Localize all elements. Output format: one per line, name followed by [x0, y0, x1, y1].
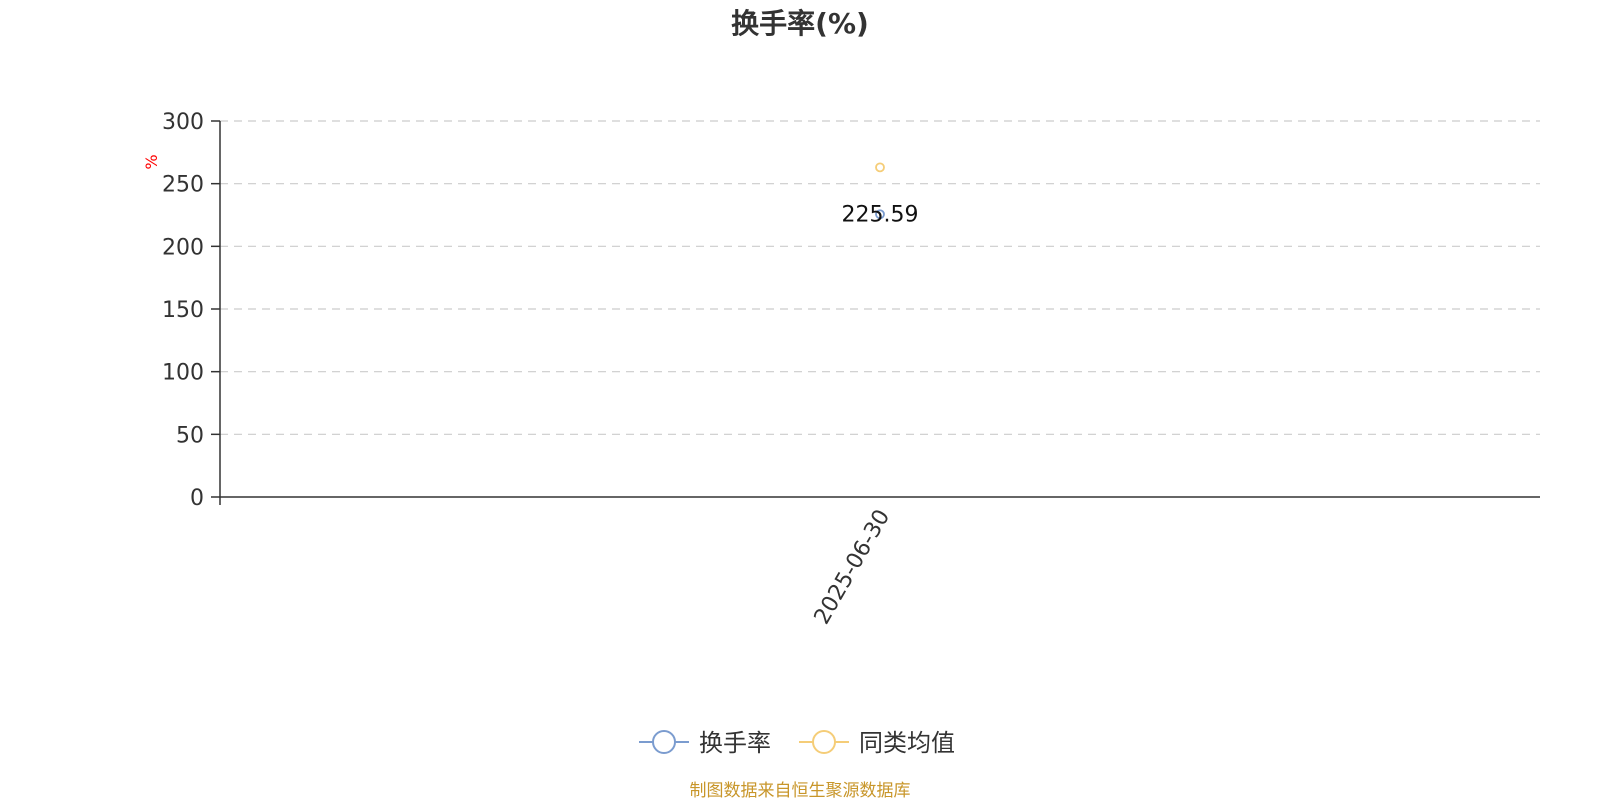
grid-lines [220, 120, 1540, 435]
data-point[interactable] [875, 162, 885, 173]
legend-item[interactable]: 换手率 [639, 729, 771, 757]
y-axis-unit: % [142, 154, 161, 169]
axes: 0 50 100 150 200 250 300 2025-06-30 [162, 110, 1540, 629]
y-tick-label: 300 [162, 110, 204, 135]
data-label: 225.59 [842, 202, 919, 227]
series-marks: 225.59 [842, 162, 919, 227]
y-tick-label: 50 [176, 423, 204, 448]
legend-item[interactable]: 同类均值 [799, 729, 955, 757]
y-tick-label: 200 [162, 235, 204, 260]
legend-label: 同类均值 [859, 729, 955, 757]
chart-title: 换手率(%) [731, 7, 869, 40]
legend[interactable]: 换手率 同类均值 [639, 729, 955, 757]
y-tick-label: 100 [162, 361, 204, 386]
legend-marker [652, 730, 676, 754]
y-tick-label: 250 [162, 173, 204, 198]
legend-marker [812, 730, 836, 754]
x-tick-label: 2025-06-30 [810, 506, 896, 629]
y-tick-label: 0 [190, 486, 204, 511]
data-point[interactable] [875, 209, 885, 220]
y-tick-label: 150 [162, 298, 204, 323]
legend-label: 换手率 [699, 729, 771, 757]
source-note: 制图数据来自恒生聚源数据库 [690, 781, 911, 800]
